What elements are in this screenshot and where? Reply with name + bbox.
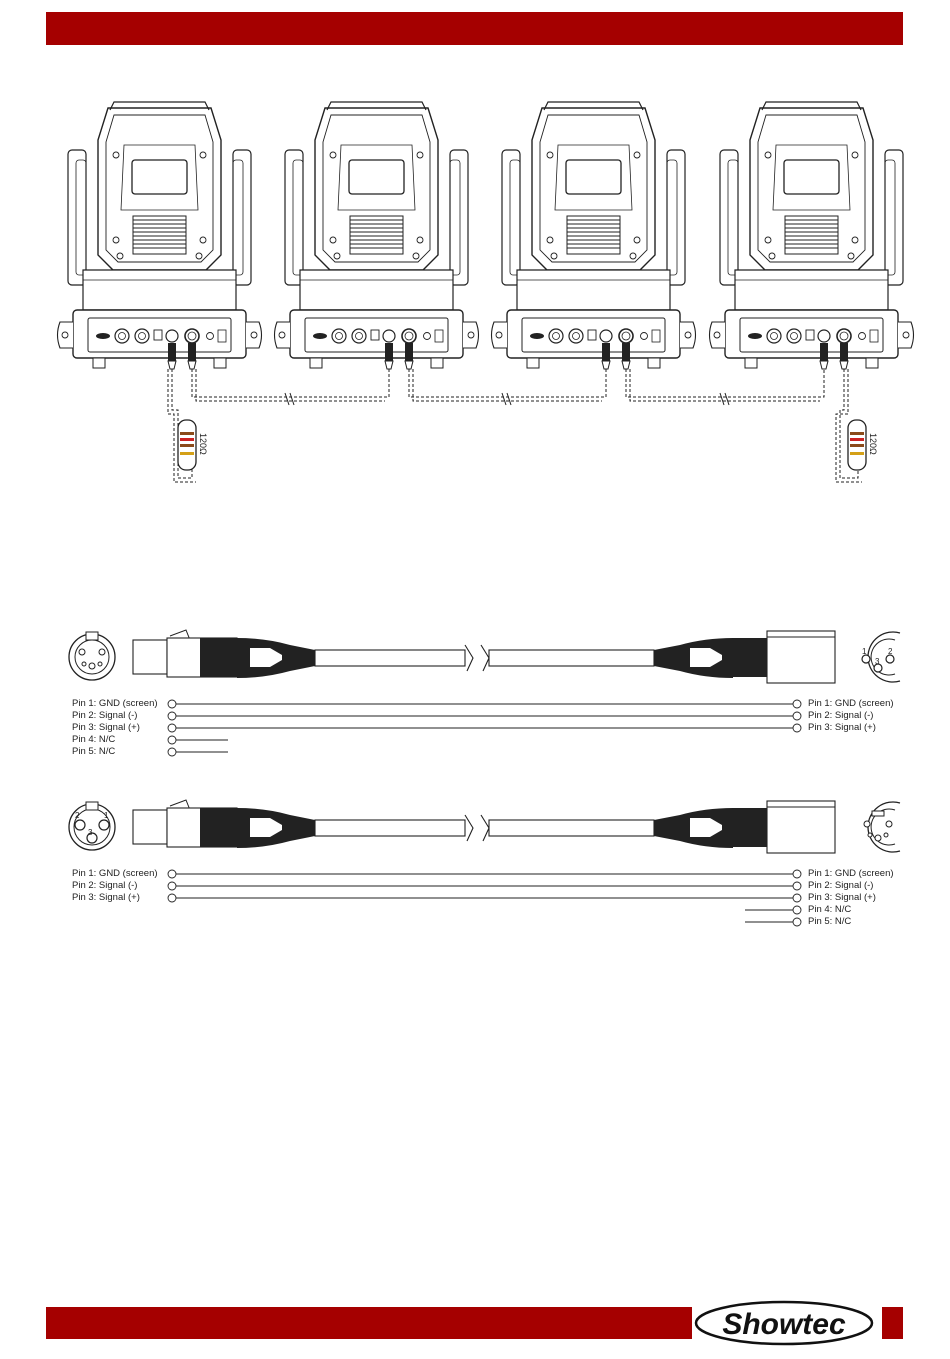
fixture-3 bbox=[492, 102, 696, 368]
logo-text: Showtec bbox=[722, 1308, 846, 1341]
socket-pin-number: 1 bbox=[862, 647, 867, 656]
cable-5pin-to-3pin: 1 2 3 bbox=[69, 630, 900, 756]
fixture-2 bbox=[275, 102, 479, 368]
terminator-label-right: 120Ω bbox=[868, 433, 878, 455]
pin-label-left: Pin 3: Signal (+) bbox=[72, 722, 140, 733]
pin-label-right: Pin 3: Signal (+) bbox=[808, 722, 876, 733]
footer-bar-end bbox=[880, 1307, 903, 1339]
pin-label-left: Pin 2: Signal (-) bbox=[72, 710, 137, 721]
pin-label-left: Pin 5: N/C bbox=[72, 746, 115, 757]
socket-pin-number: 3 bbox=[88, 828, 93, 837]
pin-label-right: Pin 2: Signal (-) bbox=[808, 880, 873, 891]
pin-label-left: Pin 1: GND (screen) bbox=[72, 698, 158, 709]
cable-3pin-to-5pin: 2 1 3 bbox=[69, 800, 900, 926]
dmx-cables bbox=[168, 369, 862, 482]
fixture-4 bbox=[710, 102, 914, 368]
socket-pin-number: 1 bbox=[104, 811, 109, 820]
pin-label-left: Pin 1: GND (screen) bbox=[72, 868, 158, 879]
showtec-logo: Showtec bbox=[692, 1299, 882, 1347]
fixture-1 bbox=[58, 102, 262, 368]
socket-pin-number: 2 bbox=[75, 811, 80, 820]
terminator-label-left: 120Ω bbox=[198, 433, 208, 455]
cable-breaks bbox=[285, 393, 729, 405]
pin-label-right: Pin 1: GND (screen) bbox=[808, 868, 894, 879]
terminator-resistor-left bbox=[178, 420, 196, 470]
pin-label-right: Pin 2: Signal (-) bbox=[808, 710, 873, 721]
pin-label-right: Pin 5: N/C bbox=[808, 916, 851, 927]
pin-label-left: Pin 2: Signal (-) bbox=[72, 880, 137, 891]
pin-label-right: Pin 1: GND (screen) bbox=[808, 698, 894, 709]
pin-label-right: Pin 4: N/C bbox=[808, 904, 851, 915]
pin-label-left: Pin 4: N/C bbox=[72, 734, 115, 745]
pin-label-right: Pin 3: Signal (+) bbox=[808, 892, 876, 903]
terminator-resistor-right bbox=[848, 420, 866, 470]
socket-pin-number: 3 bbox=[875, 657, 880, 666]
socket-pin-number: 2 bbox=[888, 647, 893, 656]
pin-label-left: Pin 3: Signal (+) bbox=[72, 892, 140, 903]
